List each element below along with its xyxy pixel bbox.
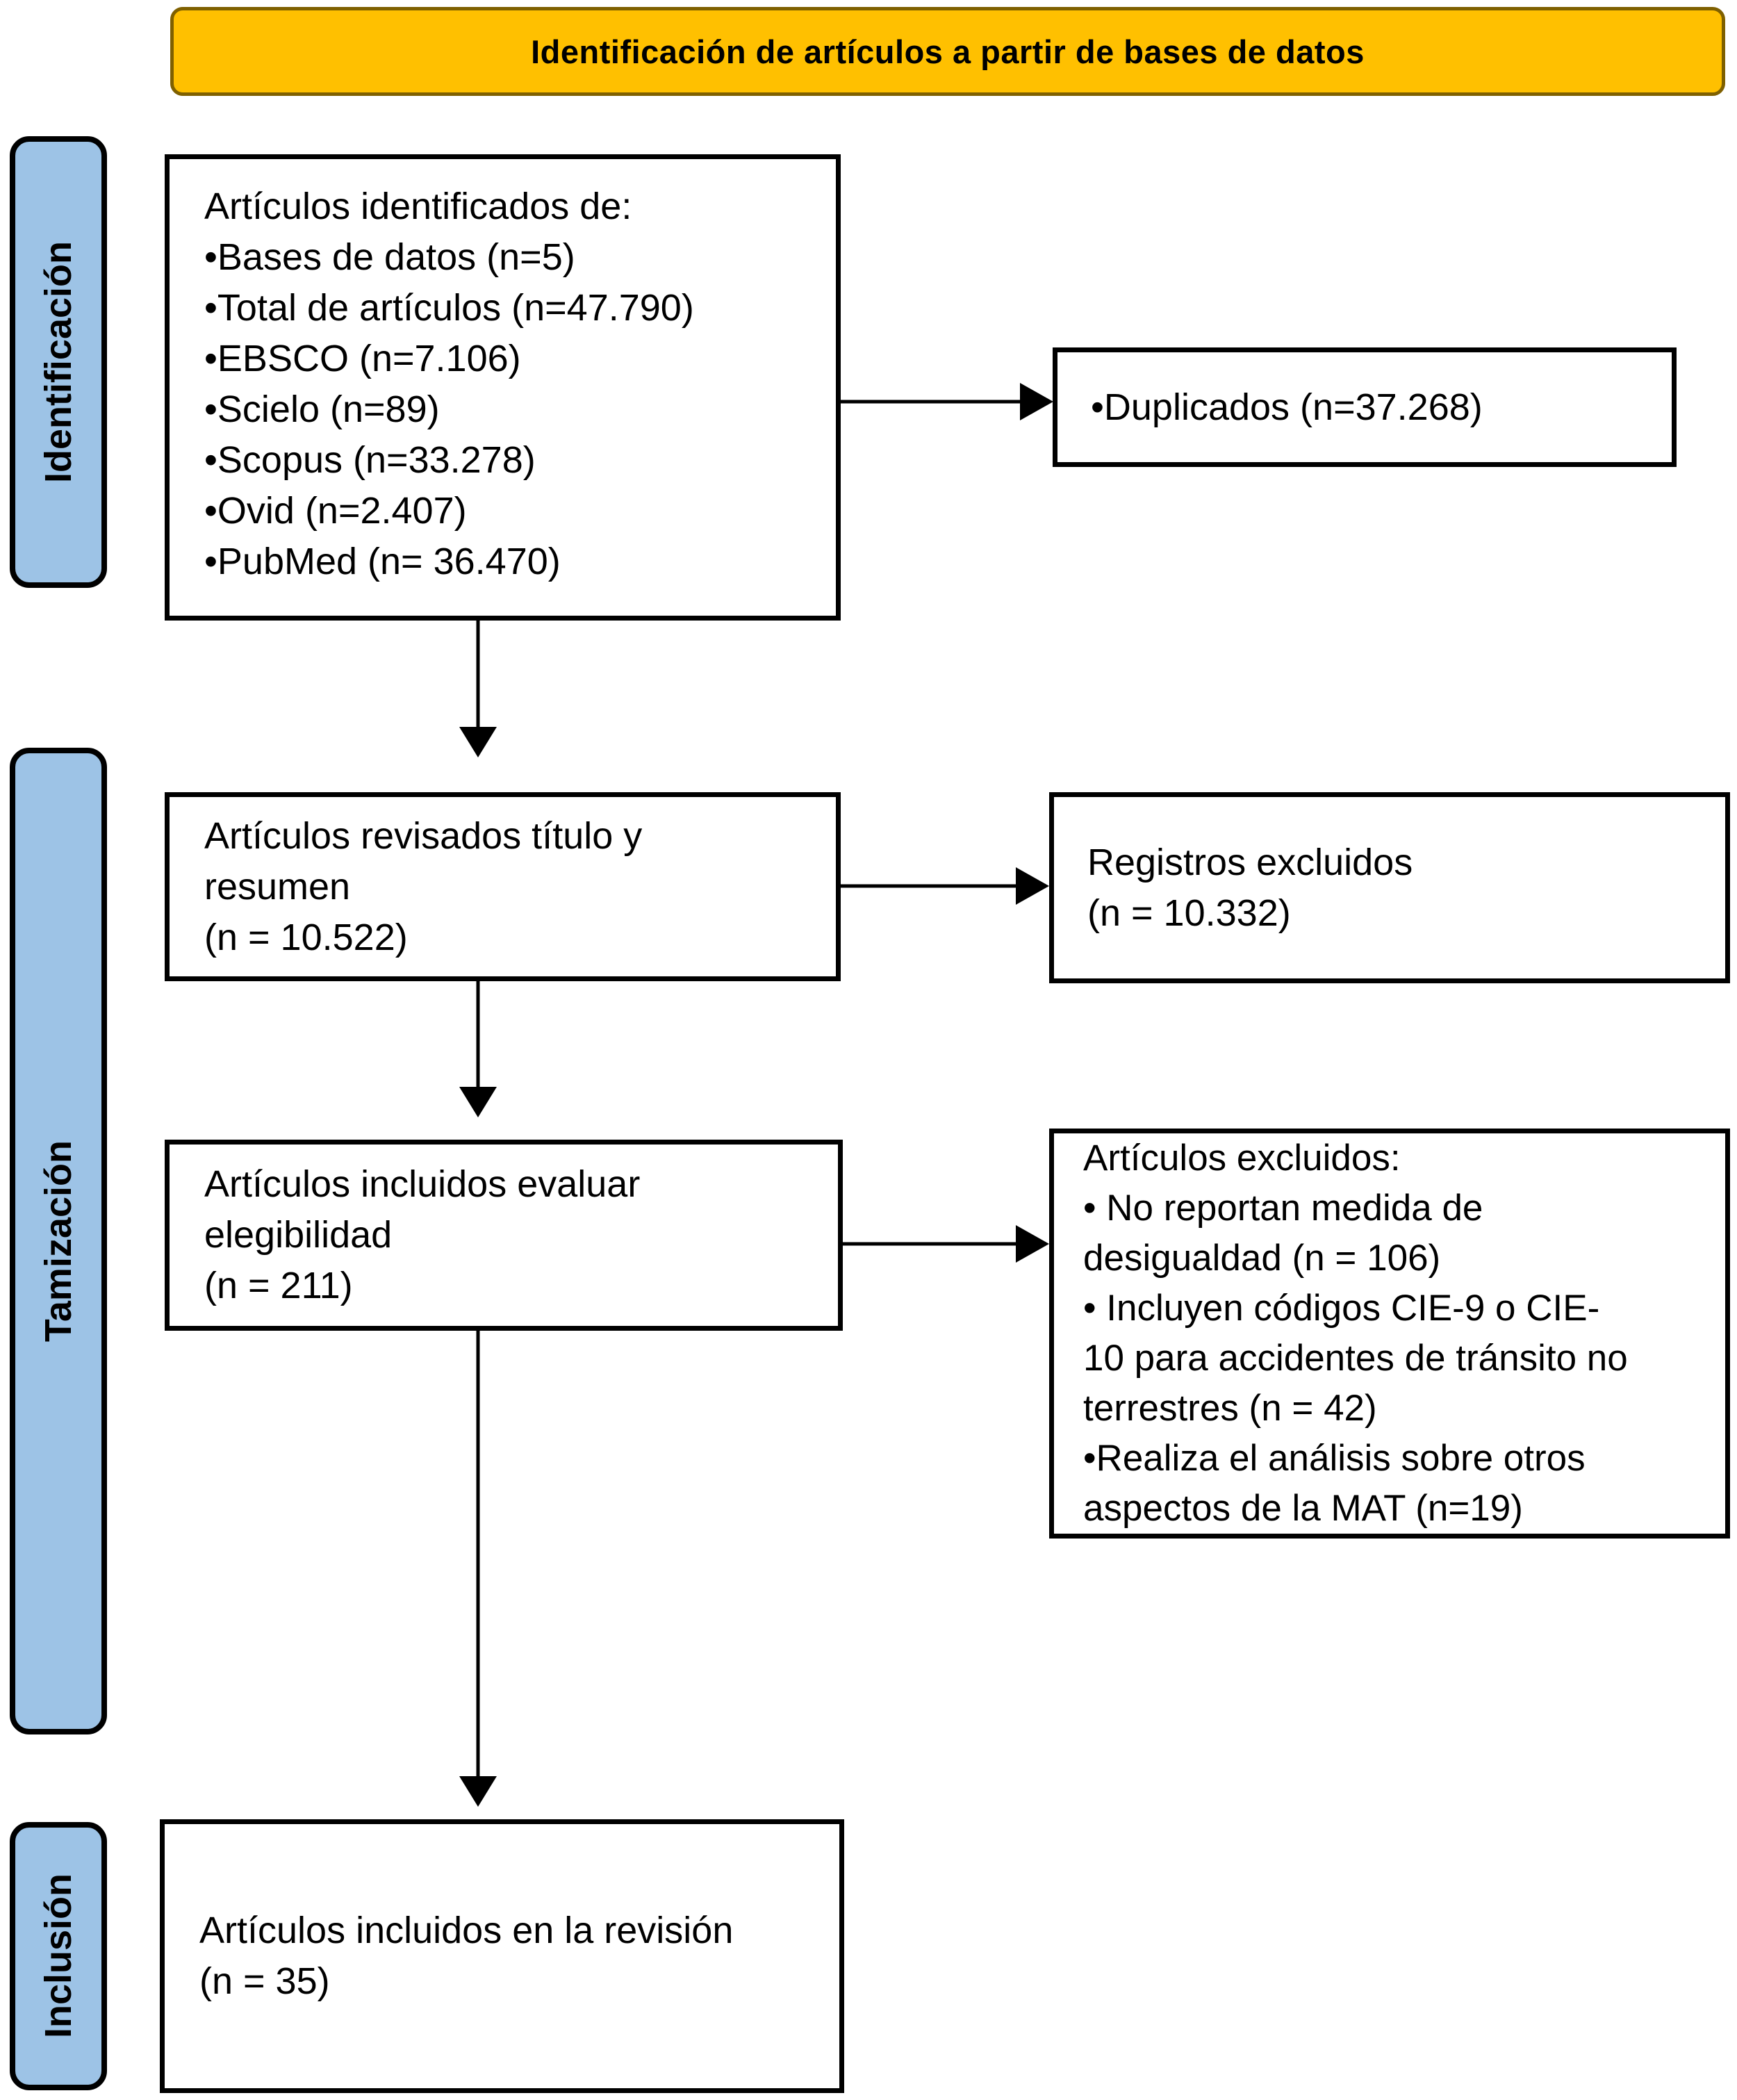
box-articles-identified: Artículos identificados de: •Bases de dat… [165,154,841,621]
text-line: •Total de artículos (n=47.790) [204,287,694,329]
arrow-title-abstract-to-records-excluded [841,867,1049,905]
text-line: Artículos excluidos: [1083,1138,1401,1179]
text-line: desigualdad (n = 106) [1083,1238,1441,1279]
text-line: 10 para accidentes de tránsito no [1083,1338,1628,1379]
text-line: •PubMed (n= 36.470) [204,541,561,582]
stage-label-identificacion-text: Identificación [38,240,79,484]
stage-label-identificacion: Identificación [10,136,107,588]
box-title-abstract-screened: Artículos revisados título y resumen (n = … [165,792,841,981]
text-line: •Realiza el análisis sobre otros [1083,1438,1586,1479]
text-line: Artículos incluidos evaluar [204,1163,641,1205]
text-line: (n = 211) [204,1265,353,1306]
arrow-eligibility-to-articles-excluded [843,1225,1049,1263]
stage-label-tamizacion: Tamización [10,748,107,1734]
text-line: •Duplicados (n=37.268) [1091,386,1483,428]
text-line: •EBSCO (n=7.106) [204,338,521,379]
text-line: resumen [204,865,351,908]
text-line: (n = 35) [199,1960,330,2002]
text-line: • No reportan medida de [1083,1188,1483,1229]
box-included-in-review: Artículos incluidos en la revisión (n = 3… [160,1819,844,2093]
text-line: Artículos identificados de: [204,186,632,227]
box-records-excluded: Registros excluidos (n = 10.332) [1049,792,1730,983]
text-line: Artículos revisados título y [204,814,643,857]
arrow-eligibility-to-included [459,1331,497,1807]
diagram-title: Identificación de artículos a partir de … [531,33,1365,70]
box-duplicates-removed: •Duplicados (n=37.268) [1053,347,1677,467]
text-line: •Scielo (n=89) [204,388,440,430]
arrow-identified-to-duplicates [841,383,1053,420]
stage-label-inclusion: Inclusión [10,1822,107,2090]
diagram-title-banner: Identificación de artículos a partir de … [170,7,1725,96]
text-line: •Scopus (n=33.278) [204,439,536,481]
text-line: elegibilidad [204,1214,393,1256]
arrow-title-abstract-to-eligibility [459,981,497,1117]
text-line: Artículos incluidos en la revisión [199,1910,734,1951]
text-line: Registros excluidos [1087,841,1413,883]
box-eligibility-assessed: Artículos incluidos evaluar elegibilidad (… [165,1140,843,1331]
text-line: (n = 10.522) [204,916,408,958]
text-line: (n = 10.332) [1087,892,1291,934]
stage-label-tamizacion-text: Tamización [38,1140,79,1343]
text-line: •Ovid (n=2.407) [204,490,467,532]
stage-label-inclusion-text: Inclusión [38,1873,79,2039]
box-articles-excluded: Artículos excluidos: • No reportan medida… [1049,1129,1730,1539]
text-line: • Incluyen códigos CIE-9 o CIE- [1083,1288,1600,1329]
text-line: •Bases de datos (n=5) [204,236,575,278]
text-line: terrestres (n = 42) [1083,1388,1377,1429]
arrow-identified-to-title-abstract [459,621,497,757]
text-line: aspectos de la MAT (n=19) [1083,1488,1523,1529]
